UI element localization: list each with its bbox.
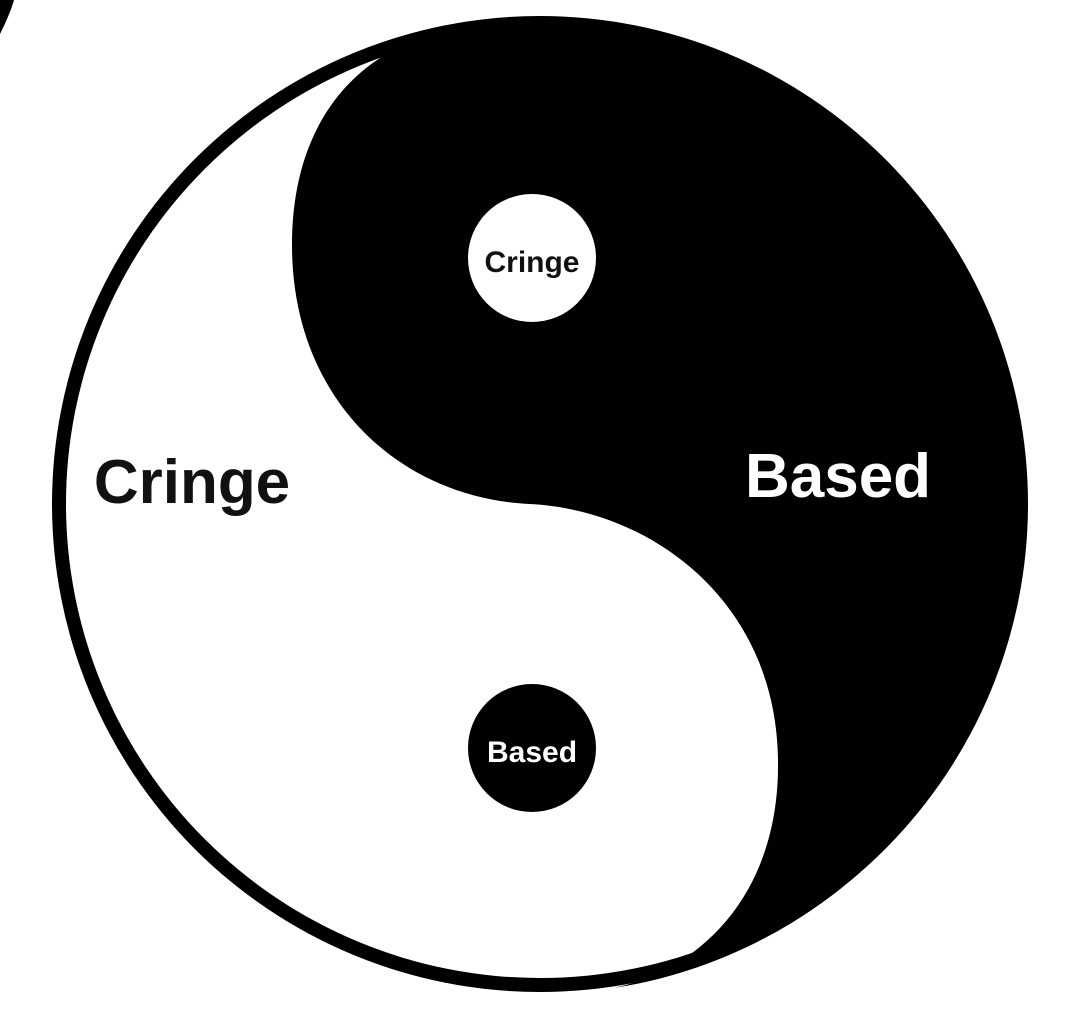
yang-dot [468,194,596,322]
corner-artifact [0,0,14,34]
yang-dot-label: Cringe [484,246,579,279]
yin-dot [468,684,596,812]
yin-label: Cringe [94,448,290,517]
yin-dot-label: Based [487,736,577,769]
yang-label: Based [745,442,931,511]
